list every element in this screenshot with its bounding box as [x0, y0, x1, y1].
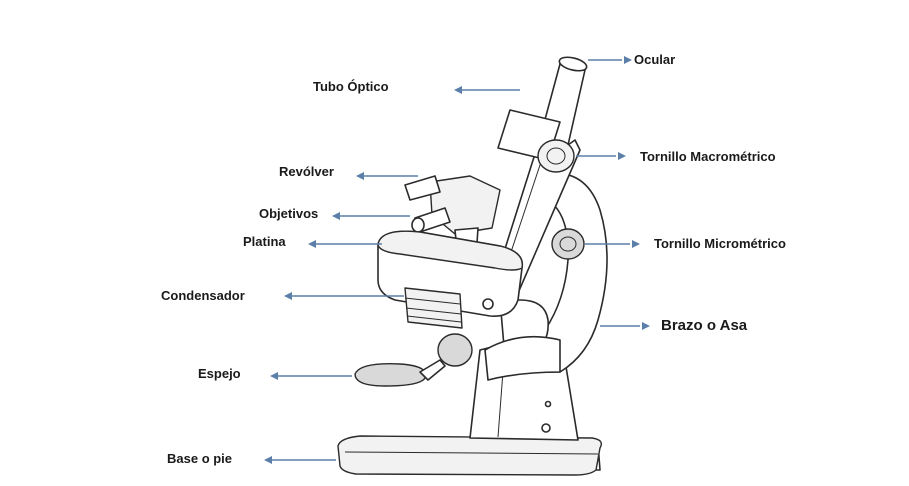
mirror-shape — [355, 360, 445, 386]
arrow-tubo-optico — [454, 86, 520, 94]
label-tubo-optico: Tubo Óptico — [313, 80, 389, 93]
arrow-objetivos — [332, 212, 410, 220]
arrow-revolver — [356, 172, 418, 180]
arrow-base — [264, 456, 336, 464]
base-shape — [338, 436, 601, 475]
label-revolver: Revólver — [279, 165, 334, 178]
arrow-tornillo-macrometrico — [576, 152, 626, 160]
label-tornillo-micrometrico: Tornillo Micrométrico — [654, 237, 786, 250]
label-base-o-pie: Base o pie — [167, 452, 232, 465]
label-brazo-o-asa: Brazo o Asa — [661, 318, 747, 333]
label-espejo: Espejo — [198, 367, 241, 380]
label-ocular: Ocular — [634, 53, 675, 66]
label-objetivos: Objetivos — [259, 207, 318, 220]
label-tornillo-macrometrico: Tornillo Macrométrico — [640, 150, 776, 163]
label-condensador: Condensador — [161, 289, 245, 302]
coarse-knob-shape — [538, 140, 574, 172]
arrow-ocular — [588, 56, 632, 64]
label-platina: Platina — [243, 235, 286, 248]
fine-knob-shape — [552, 229, 584, 259]
arrow-brazo — [600, 322, 650, 330]
arrow-platina — [308, 240, 382, 248]
arrow-espejo — [270, 372, 352, 380]
